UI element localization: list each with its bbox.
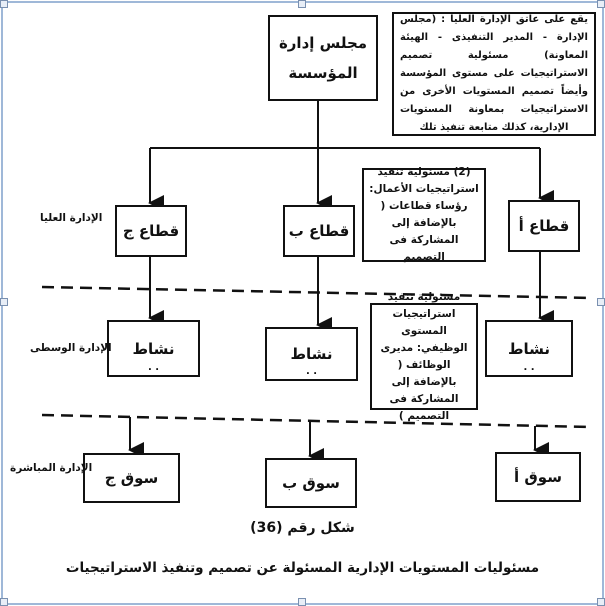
figure-number: شكل رقم (36) bbox=[250, 520, 355, 536]
sector-c: قطاع ج bbox=[115, 205, 187, 257]
activity-label: نشاط bbox=[507, 339, 551, 358]
board-line1: مجلس إدارة bbox=[278, 34, 368, 52]
figure-title: مسئوليات المستويات الإدارية المسئولة عن … bbox=[65, 560, 540, 576]
sector-a: قطاع أ bbox=[508, 200, 580, 252]
activity-dots: . . bbox=[305, 366, 318, 377]
sector-b: قطاع ب bbox=[283, 205, 355, 257]
market-a: سوق أ bbox=[495, 452, 581, 502]
level-divider bbox=[41, 413, 593, 429]
activity-label: نشاط bbox=[290, 345, 333, 363]
activity-note: مسئولية تنفيذ استراتيجيات المستوى الوظيف… bbox=[370, 291, 478, 422]
activity-dots: . . bbox=[147, 362, 160, 373]
market-c: سوق ج bbox=[83, 453, 180, 503]
level-label-middle: الإدارة الوسطى bbox=[30, 342, 112, 354]
board-line2: المؤسسة bbox=[288, 64, 358, 82]
activity-b: نشاط . . bbox=[265, 327, 358, 381]
top-management-note: يقع على عاتق الإدارة العليا : (مجلس الإد… bbox=[392, 12, 596, 136]
resize-handle[interactable] bbox=[298, 0, 306, 8]
activity-dots: . . bbox=[523, 362, 535, 373]
level-label-direct: الإدارة المباشرة bbox=[10, 462, 93, 474]
activity-a: نشاط . . bbox=[485, 320, 573, 377]
level-label-top: الإدارة العليا bbox=[40, 212, 103, 224]
sector-note: (2) مسئولية تنفيذ استراتيجيات الأعمال: ر… bbox=[362, 166, 486, 263]
activity-label: نشاط bbox=[132, 339, 175, 358]
resize-handle[interactable] bbox=[0, 0, 8, 8]
activity-c: نشاط . . bbox=[107, 320, 200, 377]
level-divider bbox=[41, 285, 593, 300]
resize-handle[interactable] bbox=[0, 298, 8, 306]
board-box: مجلس إدارة المؤسسة bbox=[268, 15, 378, 101]
market-b: سوق ب bbox=[265, 458, 357, 508]
